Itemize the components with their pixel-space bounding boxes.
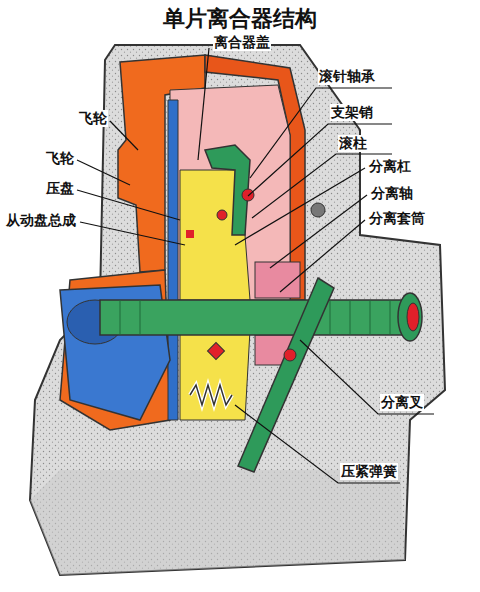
part-label: 分离杠	[368, 158, 412, 175]
part-label: 压紧弹簧	[340, 463, 398, 480]
part-label: 压盘	[45, 180, 75, 197]
part-label: 分离轴	[370, 185, 414, 202]
part-label: 飞轮	[45, 150, 75, 167]
part-label: 滚柱	[338, 135, 368, 152]
part-label: 从动盘总成	[5, 212, 77, 229]
part-label: 离合器盖	[213, 34, 271, 51]
part-label: 支架销	[330, 104, 374, 121]
part-label: 分离叉	[380, 394, 424, 411]
part-label: 滚针轴承	[318, 68, 376, 85]
part-label: 飞轮	[78, 110, 108, 127]
diagram-title: 单片离合器结构	[163, 6, 317, 32]
part-label: 分离套筒	[368, 210, 426, 227]
